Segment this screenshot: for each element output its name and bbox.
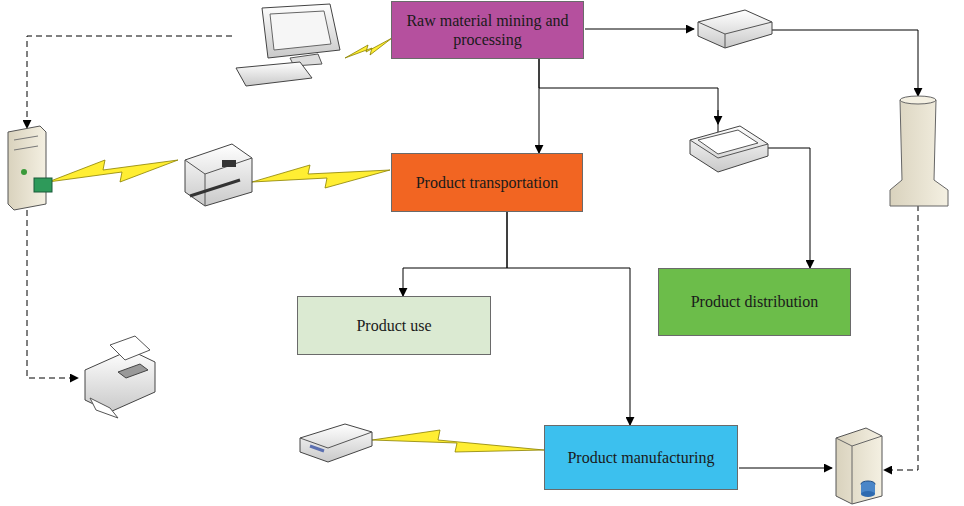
printer-icon — [185, 144, 252, 206]
computer-icon — [236, 62, 312, 86]
icon-link — [585, 29, 694, 30]
database-server-icon — [836, 428, 882, 504]
modem-icon — [300, 424, 372, 462]
database-server-icon — [852, 446, 853, 504]
dashed-link — [27, 210, 78, 378]
server-icon — [14, 146, 38, 150]
process-box: Product transportation — [391, 153, 583, 212]
computer-icon — [262, 4, 340, 58]
box-label: Product manufacturing — [567, 448, 714, 467]
modem-icon — [698, 10, 772, 48]
modem-icon — [725, 34, 726, 48]
modem-icon — [698, 22, 772, 34]
icon-link — [718, 110, 719, 124]
mainframe-icon — [890, 100, 948, 206]
database-server-icon — [861, 491, 875, 497]
printer-icon — [190, 180, 240, 196]
lightning-link — [372, 430, 544, 452]
flow-arrow — [403, 212, 507, 296]
dashed-link — [27, 36, 232, 128]
server-icon — [34, 178, 52, 192]
icon-link — [739, 468, 832, 469]
scanner-icon — [690, 126, 768, 172]
process-box: Product manufacturing — [544, 425, 738, 490]
server-icon — [21, 169, 27, 175]
dashed-link — [884, 205, 918, 470]
modem-icon — [698, 10, 772, 48]
server-icon — [8, 126, 46, 210]
lightning-link — [48, 38, 544, 452]
process-box: Product use — [297, 296, 491, 355]
icon-link — [585, 29, 918, 468]
lightning-link — [48, 160, 178, 182]
fax-icon — [118, 364, 148, 378]
box-label: Product use — [356, 316, 431, 335]
printer-icon — [185, 158, 252, 174]
modem-icon — [300, 424, 372, 462]
printer-icon — [222, 160, 236, 167]
fax-icon — [110, 336, 150, 360]
process-box: Raw material mining and processing — [391, 1, 584, 59]
icon-link — [772, 30, 918, 96]
fax-icon — [85, 336, 155, 418]
printer-icon — [185, 144, 252, 206]
lightning-link — [345, 38, 392, 58]
mainframe-icon — [890, 96, 948, 206]
lightning-link — [252, 165, 390, 188]
box-label: Product transportation — [416, 173, 559, 192]
box-label: Product distribution — [691, 292, 819, 311]
box-label: Raw material mining and processing — [402, 11, 573, 49]
scanner-icon — [690, 126, 768, 172]
server-icon — [8, 126, 52, 210]
database-server-icon — [836, 436, 882, 446]
computer-icon — [236, 4, 340, 86]
modem-icon — [310, 446, 324, 451]
flow-arrow — [507, 212, 630, 425]
process-box: Product distribution — [658, 268, 851, 336]
scanner-icon — [698, 130, 758, 154]
mainframe-icon — [900, 96, 936, 104]
dashed-link — [27, 36, 918, 470]
database-server-icon — [836, 428, 882, 504]
fax-icon — [90, 398, 118, 418]
server-icon — [14, 136, 38, 140]
computer-icon — [270, 11, 331, 50]
